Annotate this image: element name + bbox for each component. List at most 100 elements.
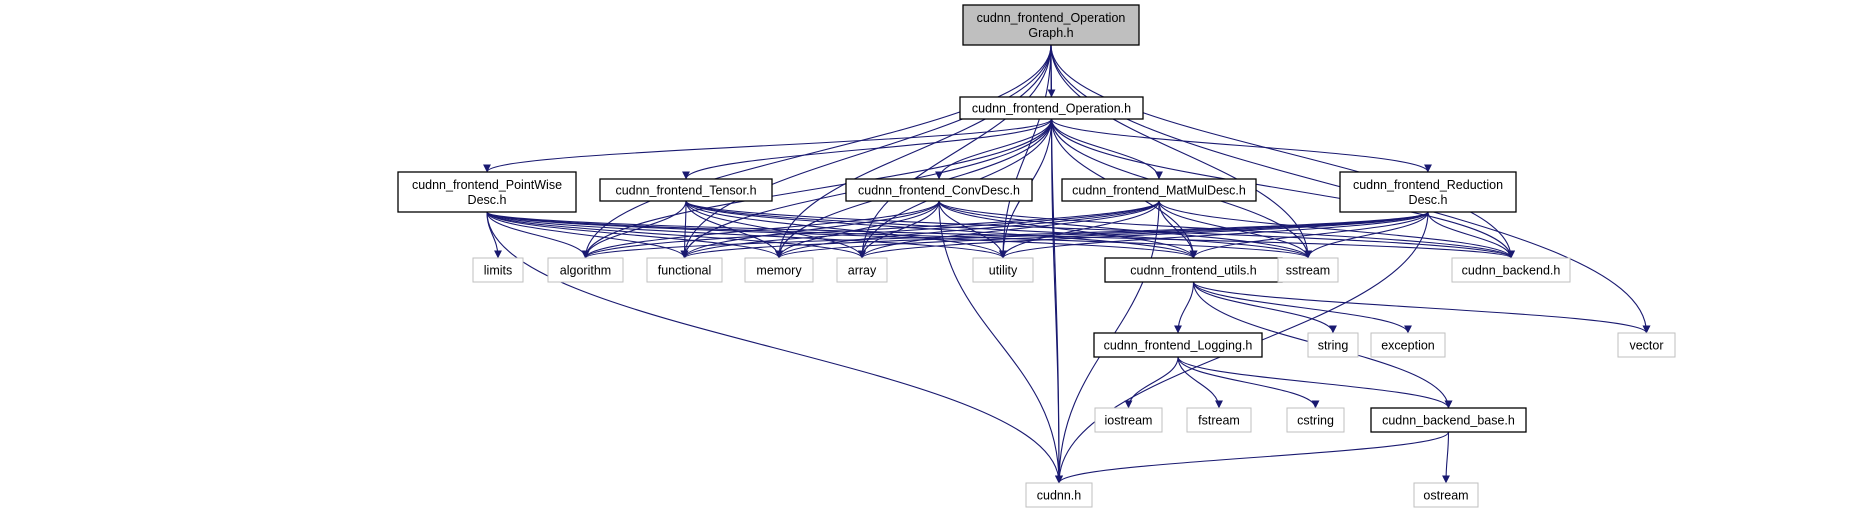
node-label: ostream <box>1423 489 1468 503</box>
node-label: cudnn_frontend_MatMulDesc.h <box>1072 184 1246 198</box>
node-tensor[interactable]: cudnn_frontend_Tensor.h <box>599 178 773 202</box>
node-label: sstream <box>1286 264 1330 278</box>
node-convdesc[interactable]: cudnn_frontend_ConvDesc.h <box>845 178 1033 202</box>
node-backend: cudnn_backend.h <box>1451 257 1571 283</box>
node-label: cudnn_frontend_Operation <box>977 11 1126 25</box>
node-string: string <box>1307 332 1359 358</box>
node-label: limits <box>484 264 512 278</box>
node-label: functional <box>658 264 712 278</box>
edge-convdesc-to-sstream <box>938 200 1312 259</box>
node-label: Desc.h <box>1409 193 1448 207</box>
node-matmul[interactable]: cudnn_frontend_MatMulDesc.h <box>1061 178 1257 202</box>
edge-root-to-utility <box>999 44 1052 259</box>
node-exception: exception <box>1370 332 1446 358</box>
edge-root-to-sstream <box>1050 44 1312 259</box>
node-iostream: iostream <box>1094 407 1163 433</box>
edge-root-to-algorithm <box>581 44 1052 259</box>
node-box <box>646 257 723 283</box>
node-box <box>1094 407 1163 433</box>
edge-operation-to-algorithm <box>581 118 1053 259</box>
node-label: cudnn_backend.h <box>1462 264 1561 278</box>
node-label: iostream <box>1105 414 1153 428</box>
node-backend_base[interactable]: cudnn_backend_base.h <box>1370 407 1527 433</box>
edge-matmul-to-memory <box>775 200 1160 259</box>
node-box <box>1617 332 1676 358</box>
node-limits: limits <box>472 257 524 283</box>
edge-reduction-to-sstream <box>1304 211 1429 259</box>
edge-root-to-functional <box>680 44 1052 259</box>
edge-operation-to-backend <box>1050 118 1515 259</box>
edge-operation-to-cudnn <box>1050 118 1063 484</box>
node-sstream: sstream <box>1277 257 1339 283</box>
node-label: cudnn_backend_base.h <box>1382 414 1515 428</box>
node-label: cudnn_frontend_utils.h <box>1130 264 1257 278</box>
node-label: Graph.h <box>1028 26 1073 40</box>
node-logging[interactable]: cudnn_frontend_Logging.h <box>1093 332 1263 358</box>
node-vector: vector <box>1617 332 1676 358</box>
edge-operation-to-pointwise <box>483 118 1053 173</box>
node-box <box>1104 257 1283 283</box>
node-utils[interactable]: cudnn_frontend_utils.h <box>1104 257 1283 283</box>
edge-reduction-to-utility <box>999 211 1429 259</box>
node-label: cudnn_frontend_Reduction <box>1353 178 1503 192</box>
node-operation[interactable]: cudnn_frontend_Operation.h <box>959 96 1144 120</box>
node-label: cstring <box>1297 414 1334 428</box>
node-box <box>397 171 577 213</box>
node-label: vector <box>1629 339 1663 353</box>
edge-matmul-to-backend <box>1158 200 1515 259</box>
node-box <box>1061 178 1257 202</box>
edge-reduction-to-algorithm <box>581 211 1429 259</box>
node-label: memory <box>756 264 802 278</box>
node-label: fstream <box>1198 414 1240 428</box>
node-label: exception <box>1381 339 1435 353</box>
edge-tensor-to-utils <box>685 200 1198 259</box>
node-ostream: ostream <box>1413 482 1479 508</box>
edge-backend_base-to-ostream <box>1442 431 1451 484</box>
node-box <box>962 4 1140 46</box>
edge-pointwise-to-functional <box>486 211 689 259</box>
node-cudnn: cudnn.h <box>1025 482 1093 508</box>
node-cstring: cstring <box>1286 407 1345 433</box>
node-box <box>845 178 1033 202</box>
edge-logging-to-iostream <box>1124 356 1179 409</box>
node-functional: functional <box>646 257 723 283</box>
edge-tensor-to-memory <box>685 200 783 259</box>
node-box <box>1370 332 1446 358</box>
node-label: utility <box>989 264 1018 278</box>
edge-tensor-to-sstream <box>685 200 1312 259</box>
edge-matmul-to-utility <box>999 200 1160 259</box>
node-label: cudnn_frontend_PointWise <box>412 178 562 192</box>
node-box <box>972 257 1034 283</box>
edge-reduction-to-functional <box>680 211 1429 259</box>
node-box <box>1186 407 1252 433</box>
node-memory: memory <box>744 257 814 283</box>
node-label: cudnn_frontend_ConvDesc.h <box>858 184 1020 198</box>
edge-matmul-to-array <box>858 200 1160 259</box>
edge-root-to-memory <box>775 44 1052 259</box>
edge-reduction-to-backend <box>1427 211 1515 259</box>
edge-pointwise-to-memory <box>486 211 783 259</box>
edge-logging-to-fstream <box>1177 356 1223 409</box>
edge-logging-to-cstring <box>1177 356 1320 409</box>
edge-reduction-to-utils <box>1189 211 1429 259</box>
edge-reduction-to-array <box>858 211 1429 259</box>
edge-logging-to-backend_base <box>1177 356 1453 409</box>
edge-tensor-to-utility <box>685 200 1007 259</box>
node-box <box>1307 332 1359 358</box>
edge-convdesc-to-functional <box>680 200 940 259</box>
edge-operation-to-tensor <box>682 118 1053 180</box>
edge-tensor-to-algorithm <box>581 200 687 259</box>
edge-root-to-backend <box>1050 44 1515 259</box>
edge-operation-to-convdesc <box>935 118 1053 180</box>
node-label: Desc.h <box>468 193 507 207</box>
edge-backend_base-to-cudnn <box>1055 431 1450 484</box>
node-array: array <box>836 257 888 283</box>
node-fstream: fstream <box>1186 407 1252 433</box>
node-algorithm: algorithm <box>547 257 624 283</box>
node-box <box>472 257 524 283</box>
edge-matmul-to-functional <box>680 200 1160 259</box>
edge-root-to-array <box>858 44 1052 259</box>
